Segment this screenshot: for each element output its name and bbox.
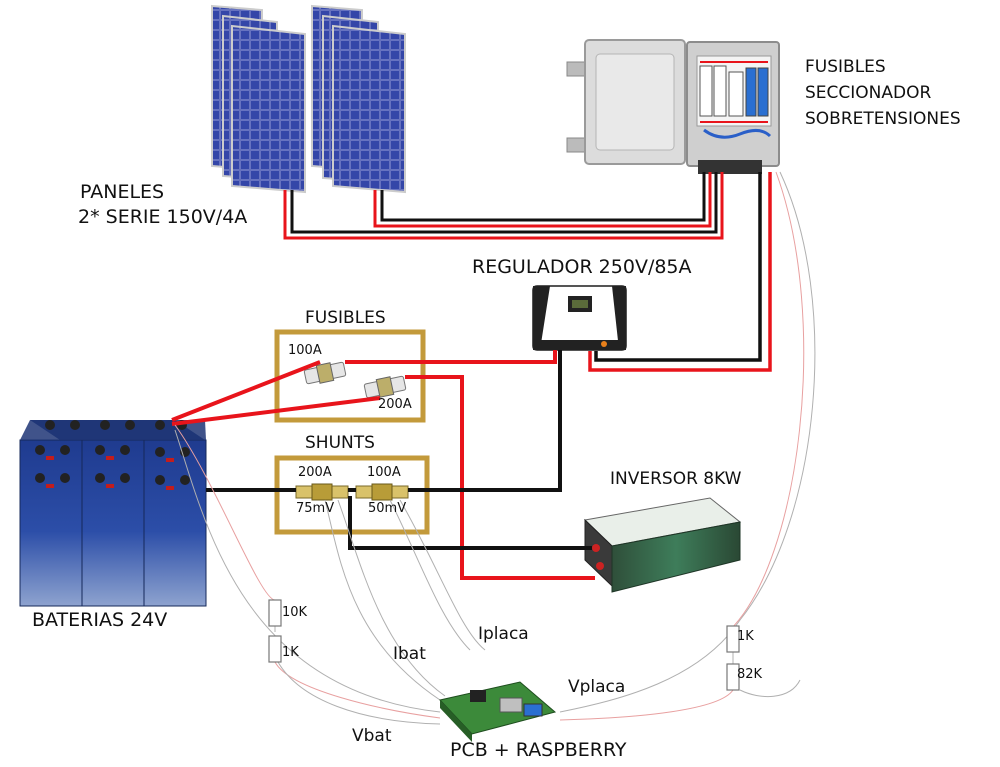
panel-stack-left bbox=[211, 4, 306, 194]
resistors bbox=[268, 599, 740, 691]
r-1k-left-label: 1K bbox=[282, 645, 299, 660]
shunt-100-label: 100A bbox=[367, 465, 401, 480]
panel-stack-right bbox=[311, 4, 406, 194]
panels-title: PANELES bbox=[80, 181, 165, 203]
inverter bbox=[583, 497, 742, 593]
vbat-label: Vbat bbox=[352, 726, 392, 746]
resistor-10k bbox=[268, 599, 282, 627]
combiner-label-3: SOBRETENSIONES bbox=[805, 109, 961, 129]
panel-wiring bbox=[283, 172, 724, 240]
fuse-100-label: 100A bbox=[288, 343, 322, 358]
battery-bank bbox=[19, 420, 207, 607]
fuses-label: FUSIBLES bbox=[305, 308, 386, 328]
vplaca-label: Vplaca bbox=[568, 677, 626, 697]
regulator-label: REGULADOR 250V/85A bbox=[472, 256, 692, 278]
combiner-to-regulator-wires bbox=[588, 172, 772, 372]
resistor-82k bbox=[726, 663, 740, 691]
iplaca-label: Iplaca bbox=[478, 624, 529, 644]
resistor-1k-right bbox=[726, 625, 740, 653]
batteries-label: BATERIAS 24V bbox=[32, 609, 168, 631]
pcb-label: PCB + RASPBERRY bbox=[450, 739, 627, 761]
combiner-label-2: SECCIONADOR bbox=[805, 83, 932, 103]
shunts-label: SHUNTS bbox=[305, 433, 375, 453]
r-82k-label: 82K bbox=[737, 667, 763, 682]
shunt-50mv-label: 50mV bbox=[368, 501, 407, 516]
raspberry-pcb bbox=[439, 681, 557, 742]
resistor-1k-left bbox=[268, 635, 282, 663]
shunt-200-label: 200A bbox=[298, 465, 332, 480]
combiner-box bbox=[566, 39, 780, 174]
sense-wiring bbox=[174, 171, 816, 725]
panels-spec: 2* SERIE 150V/4A bbox=[78, 206, 248, 228]
shunt-75mv-label: 75mV bbox=[296, 501, 335, 516]
r-10k-label: 10K bbox=[282, 605, 308, 620]
ibat-label: Ibat bbox=[393, 644, 426, 664]
main-dc-wiring bbox=[171, 350, 595, 580]
inverter-label: INVERSOR 8KW bbox=[610, 469, 742, 489]
r-1k-right-label: 1K bbox=[737, 629, 754, 644]
fuse-200-label: 200A bbox=[378, 397, 412, 412]
solar-panels bbox=[211, 4, 406, 194]
charge-regulator bbox=[532, 285, 627, 351]
combiner-label-1: FUSIBLES bbox=[805, 57, 886, 77]
